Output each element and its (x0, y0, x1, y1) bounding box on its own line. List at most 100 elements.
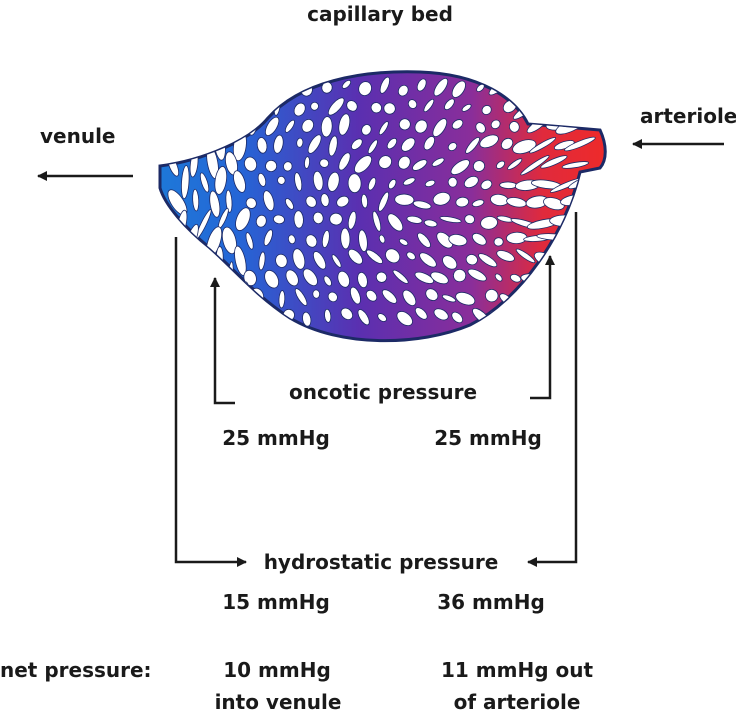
capillary-gap (451, 311, 464, 324)
capillary-gap (176, 130, 189, 154)
capillary-gap (253, 95, 270, 117)
capillary-gap (244, 156, 258, 172)
capillary-gap (336, 195, 350, 208)
capillary-gap (272, 214, 285, 225)
capillary-gap (324, 308, 332, 323)
capillary-gap (257, 172, 267, 187)
capillary-gap (425, 288, 439, 301)
capillary-gap (564, 136, 596, 152)
capillary-gap (432, 191, 451, 206)
capillary-gap (340, 227, 351, 250)
capillary-gap (214, 166, 228, 195)
capillary-gap (367, 139, 378, 154)
capillary-gap (245, 197, 257, 209)
capillary-gap (471, 232, 487, 246)
capillary-gap (450, 159, 470, 176)
capillary-gap (199, 172, 210, 193)
capillary-gap (379, 76, 390, 94)
capillary-gap (378, 155, 392, 169)
capillary-gap (275, 253, 288, 268)
capillary-gap (227, 113, 242, 141)
capillary-gap (233, 170, 246, 193)
capillary-gap (439, 216, 462, 224)
capillary-gap (386, 137, 398, 150)
capillary-gap (490, 119, 501, 130)
capillary-gap (512, 292, 538, 301)
capillary-gap (387, 213, 404, 232)
capillary-gap (378, 234, 386, 244)
capillary-gap (500, 137, 514, 150)
capillary-gap (305, 195, 317, 208)
capillary-gap (287, 234, 296, 245)
capillary-gap (510, 309, 525, 321)
capillary-gap (307, 134, 322, 154)
capillary-gap (327, 291, 338, 303)
capillary-gap (245, 232, 254, 250)
capillary-gap (508, 121, 520, 133)
capillary-gap (312, 251, 327, 270)
capillary-gap (320, 193, 330, 207)
hydrostatic-arteriole-value: 36 mmHg (437, 590, 545, 614)
capillary-gap (284, 198, 294, 210)
capillary-gap (467, 268, 487, 282)
capillary-gap (338, 152, 351, 171)
capillary-gap (181, 165, 190, 200)
capillary-gap (378, 121, 389, 136)
capillary-gap (347, 173, 362, 194)
capillary-gap (417, 232, 431, 248)
capillary-gap (472, 160, 486, 172)
venule-label: venule (40, 124, 116, 148)
capillary-gap (451, 80, 466, 98)
capillary-gap (398, 238, 409, 246)
capillary-gap (312, 211, 324, 225)
oncotic-venule-value: 25 mmHg (222, 426, 330, 450)
capillary-gap (419, 252, 437, 268)
capillary-gap (383, 102, 396, 115)
capillary-gap (397, 84, 409, 97)
capillary-gap (433, 308, 449, 321)
capillary-gap (402, 289, 417, 307)
capillary-gap (358, 81, 372, 96)
capillary-gap (351, 138, 363, 150)
capillary-gap (329, 212, 343, 226)
capillary-gap (515, 248, 536, 264)
capillary-gap (347, 248, 363, 265)
capillary-gap (346, 100, 358, 112)
diagram-title: capillary bed (307, 2, 453, 26)
capillary-gap (381, 289, 398, 304)
capillary-gap (496, 160, 506, 169)
capillary-gap (397, 155, 411, 170)
capillary-gap (319, 158, 330, 168)
capillary-gap (453, 268, 467, 283)
capillary-gap (509, 274, 522, 283)
capillary-gap (464, 214, 476, 225)
capillary-gap (243, 269, 257, 287)
capillary-gap (264, 310, 275, 322)
capillary-gap (471, 199, 485, 208)
capillary-gap (414, 307, 428, 320)
capillary-gap (277, 175, 286, 185)
capillary-gap (416, 78, 427, 92)
capillary-gap (215, 92, 226, 125)
capillary-gap (444, 98, 455, 111)
capillary-gap (407, 99, 418, 109)
capillary-gap (475, 122, 486, 134)
capillary-gap (301, 119, 314, 133)
capillary-gap (406, 251, 416, 261)
capillary-gap (455, 291, 476, 306)
capillary-gap (496, 250, 515, 262)
capillary-gap (278, 290, 286, 309)
capillary-gap (264, 269, 280, 289)
capillary-gap (385, 248, 401, 264)
arteriole-label: arteriole (640, 104, 736, 128)
capillary-gap (285, 269, 299, 287)
capillary-gap (394, 193, 415, 206)
hydrostatic-arrow-right (527, 212, 578, 567)
capillary-gap (294, 288, 308, 306)
capillary-gap (284, 119, 295, 133)
capillary-gap (493, 237, 504, 247)
capillary-gap (447, 176, 458, 188)
capillary-gap (499, 181, 518, 189)
capillary-gap (361, 124, 372, 136)
capillary-gap (358, 229, 368, 252)
